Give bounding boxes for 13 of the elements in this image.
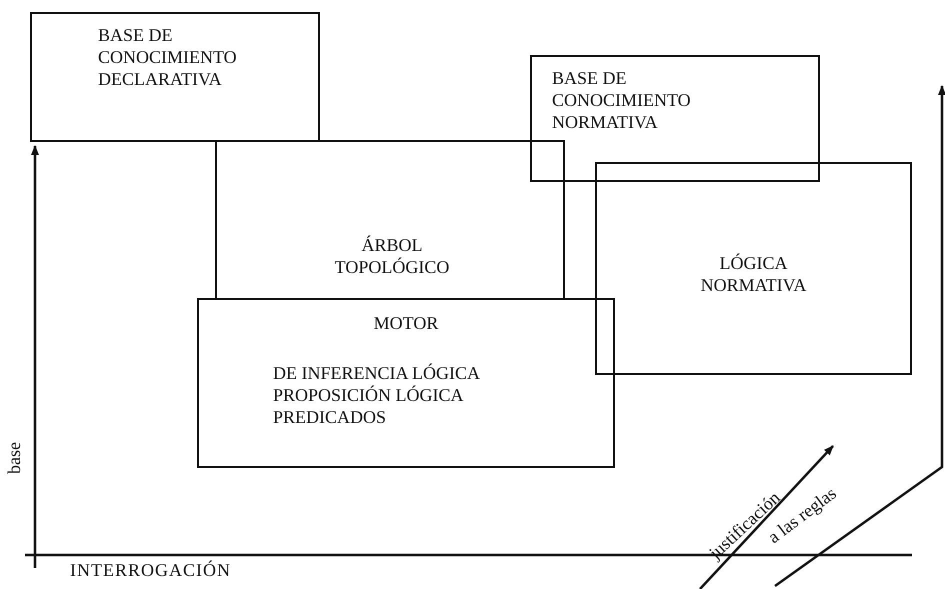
box-label: DE INFERENCIA LÓGICA PROPOSICIÓN LÓGICA PREDICADOS [273,362,480,428]
box-label: ÁRBOL TOPOLÓGICO [334,234,450,278]
box-label: LÓGICA NORMATIVA [700,252,808,296]
outlined-box [30,12,320,142]
box-label: MOTOR [372,312,440,334]
outlined-box [215,140,565,300]
outlined-box [595,162,912,375]
outlined-box [530,55,820,182]
axis-label: base [4,442,24,474]
outlined-box [197,298,615,468]
box-label: BASE DE CONOCIMIENTO NORMATIVA [552,67,692,133]
box-label: BASE DE CONOCIMIENTO DECLARATIVA [98,24,238,90]
axis-label: INTERROGACIÓN [70,560,231,580]
